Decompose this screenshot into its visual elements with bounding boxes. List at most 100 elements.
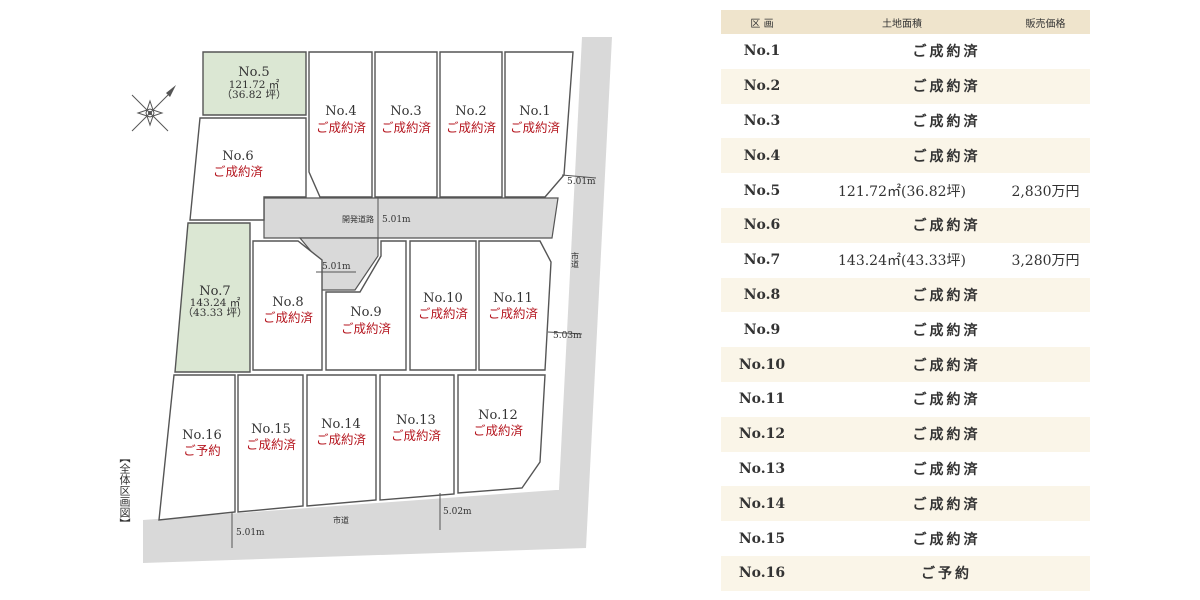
- lot-no7-area: 143.24 ㎡: [190, 297, 241, 309]
- row-lot: No.7: [743, 252, 781, 269]
- lot-no11-label: No.11: [493, 291, 533, 306]
- lot-no14-label: No.14: [321, 417, 361, 432]
- lot-no8-label: No.8: [272, 295, 303, 310]
- internal-road-label: 開発道路: [342, 214, 374, 224]
- lot-no15-status: ご成約済: [246, 437, 297, 452]
- lot-no1-status: ご成約済: [510, 120, 561, 135]
- plan-title: 【全体区画図】: [118, 452, 131, 529]
- row-lot: No.13: [738, 460, 786, 477]
- lot-no14[interactable]: No.14 ご成約済: [306, 374, 377, 507]
- lot-no9[interactable]: No.9 ご成約済: [325, 240, 407, 371]
- lot-no6[interactable]: No.6 ご成約済: [189, 117, 307, 221]
- row-lot: No.16: [721, 555, 803, 591]
- row-status: ご成約済: [912, 44, 981, 61]
- lot-no2-status: ご成約済: [446, 120, 497, 135]
- row-price: 2,830万円: [1011, 183, 1080, 200]
- row-lot: No.4: [721, 138, 803, 174]
- lot-no5-tsubo: （36.82 坪）: [222, 88, 287, 101]
- lot-no13-label: No.13: [396, 413, 436, 428]
- row-lot: No.11: [738, 391, 786, 408]
- lot-no1[interactable]: No.1 ご成約済: [504, 51, 574, 198]
- row-lot: No.2: [721, 68, 803, 104]
- lot-no16-status: ご予約: [183, 443, 221, 458]
- lot-no2[interactable]: No.2 ご成約済: [439, 51, 503, 198]
- row-lot: No.5: [743, 182, 781, 199]
- lot-no5-label: No.5: [238, 65, 269, 80]
- table-header-row: 区 画 土地面積 販売価格: [721, 10, 1090, 34]
- lot-no2-label: No.2: [455, 104, 486, 119]
- row-lot: No.8: [721, 277, 803, 313]
- lot-no9-label: No.9: [350, 305, 381, 320]
- row-status: ご成約済: [803, 138, 1090, 174]
- city-road-right-label: 市道: [571, 251, 580, 269]
- inner-court-width: 5.01m: [322, 262, 351, 272]
- row-lot: No.10: [721, 347, 803, 382]
- lot-no7[interactable]: No.7 143.24 ㎡ （43.33 坪）: [174, 222, 251, 373]
- lot-no14-status: ご成約済: [316, 432, 367, 447]
- right-road-width-mid: 5.03m: [553, 331, 582, 341]
- lot-no6-label: No.6: [222, 149, 253, 164]
- row-lot: No.15: [738, 530, 786, 547]
- row-status: ご成約済: [912, 113, 981, 130]
- lot-no15[interactable]: No.15 ご成約済: [237, 374, 304, 513]
- lot-no9-status: ご成約済: [341, 321, 392, 336]
- row-price: 3,280万円: [1011, 253, 1080, 270]
- lot-no11-status: ご成約済: [488, 306, 539, 321]
- header-price: 販売価格: [1001, 10, 1090, 34]
- lot-no13-status: ご成約済: [391, 428, 442, 443]
- row-status: ご成約済: [912, 461, 981, 478]
- lot-no10-status: ご成約済: [418, 306, 469, 321]
- lot-no12-status: ご成約済: [473, 423, 524, 438]
- lot-no16[interactable]: No.16 ご予約: [158, 374, 236, 521]
- row-lot: No.9: [743, 321, 781, 338]
- row-status: ご成約済: [912, 322, 981, 339]
- row-status: ご予約: [803, 555, 1090, 591]
- bottom-road-width-right: 5.02m: [443, 507, 472, 517]
- table-row[interactable]: No.9 ご成約済: [721, 312, 1090, 347]
- right-road-width-top: 5.01m: [567, 177, 596, 187]
- road-dimensions: [231, 174, 597, 548]
- row-lot: No.14: [721, 486, 803, 522]
- row-lot: No.6: [721, 207, 803, 243]
- city-road-bottom-label: 市道: [333, 515, 349, 525]
- lot-no3-status: ご成約済: [381, 120, 432, 135]
- lot-no16-label: No.16: [182, 428, 222, 443]
- header-lot: 区 画: [721, 10, 803, 34]
- lot-no15-label: No.15: [251, 422, 291, 437]
- header-area: 土地面積: [803, 10, 1001, 34]
- row-status: ご成約済: [803, 486, 1090, 522]
- lot-no7-tsubo: （43.33 坪）: [183, 306, 248, 319]
- lot-no4-label: No.4: [325, 104, 356, 119]
- lot-no10-label: No.10: [423, 291, 463, 306]
- row-lot: No.1: [743, 43, 781, 60]
- lot-no8[interactable]: No.8 ご成約済: [252, 240, 323, 371]
- site-plan: No.5 121.72 ㎡ （36.82 坪） No.4 ご成約済 No.3 ご…: [131, 37, 612, 563]
- row-area: 143.24㎡(43.33坪): [838, 253, 966, 270]
- table-row[interactable]: No.13 ご成約済: [721, 452, 1090, 487]
- lot-no1-label: No.1: [519, 104, 550, 119]
- table-row[interactable]: No.7 143.24㎡(43.33坪) 3,280万円: [721, 243, 1090, 278]
- table-row[interactable]: No.1 ご成約済: [721, 34, 1090, 69]
- lot-no10[interactable]: No.10 ご成約済: [409, 240, 477, 371]
- row-status: ご成約済: [803, 277, 1090, 313]
- lot-no5[interactable]: No.5 121.72 ㎡ （36.82 坪）: [202, 51, 307, 116]
- lot-no4[interactable]: No.4 ご成約済: [308, 51, 373, 198]
- lot-no6-status: ご成約済: [213, 164, 264, 179]
- row-status: ご成約済: [803, 416, 1090, 452]
- lot-no3[interactable]: No.3 ご成約済: [374, 51, 438, 198]
- lot-no11[interactable]: No.11 ご成約済: [478, 240, 552, 371]
- lot-no12[interactable]: No.12 ご成約済: [457, 374, 546, 494]
- lot-no13[interactable]: No.13 ご成約済: [379, 374, 455, 501]
